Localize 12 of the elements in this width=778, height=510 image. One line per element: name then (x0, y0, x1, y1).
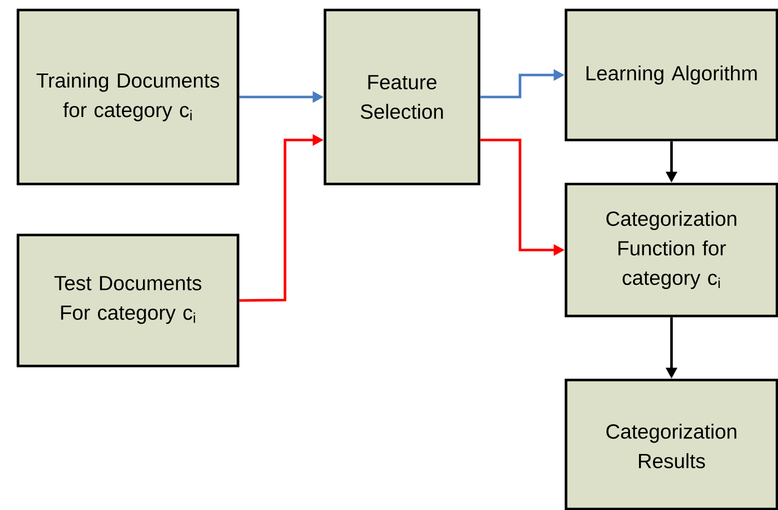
process-box (564, 8, 778, 142)
box-label: Test Documents For category c$_{i}$ (54, 276, 202, 324)
process-box (324, 8, 480, 186)
box-label: Categorization Function for category c$_{i}$ (606, 210, 736, 290)
box-label: Learning Algorithm (586, 65, 757, 85)
process-box (564, 182, 778, 318)
box-label: Categorization Results (606, 424, 736, 468)
process-box (564, 378, 778, 510)
process-box (16, 8, 240, 186)
process-box (16, 234, 240, 368)
box-label: Training Documents for category c$_{i}$ (36, 72, 220, 122)
box-label: Feature Selection (360, 75, 443, 119)
